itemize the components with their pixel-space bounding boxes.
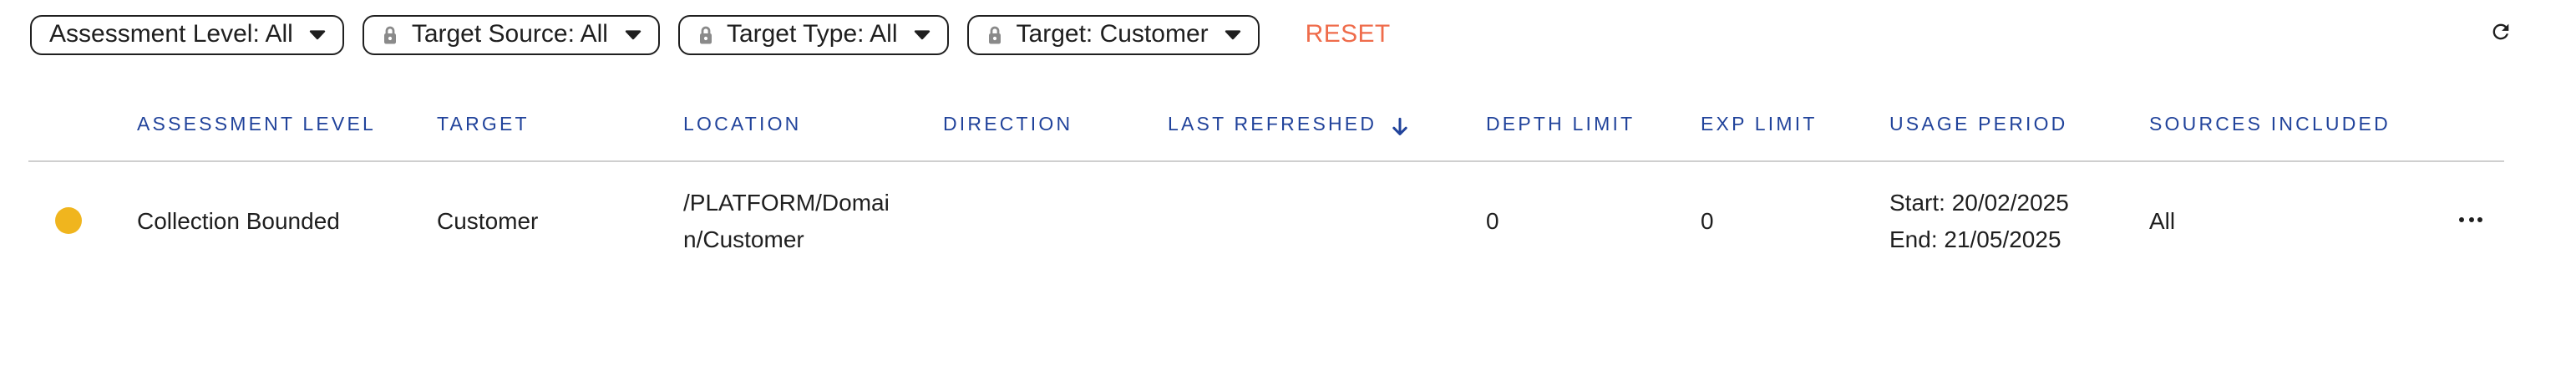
reset-button[interactable]: RESET — [1305, 20, 1391, 48]
depth-limit-cell: 0 — [1486, 206, 1499, 233]
table-header-row: ASSESSMENT LEVEL TARGET LOCATION DIRECTI… — [28, 109, 2504, 142]
chevron-down-icon — [1225, 29, 1241, 39]
sort-desc-icon — [1392, 116, 1407, 135]
row-actions-button[interactable] — [2456, 211, 2486, 229]
usage-period-end: End: 21/05/2025 — [1889, 225, 2061, 251]
location-cell: /PLATFORM/Domain/Customer — [683, 183, 943, 257]
refresh-button[interactable] — [2487, 20, 2514, 47]
filter-target-source[interactable]: Target Source: All — [363, 14, 660, 54]
chevron-down-icon — [310, 29, 327, 39]
column-header-last-refreshed-label: LAST REFRESHED — [1168, 115, 1377, 135]
status-dot — [55, 206, 82, 233]
column-header-assessment-level[interactable]: ASSESSMENT LEVEL — [137, 115, 376, 135]
filter-target-type[interactable]: Target Type: All — [677, 14, 950, 54]
filter-target-type-label: Target Type: All — [726, 20, 898, 48]
lock-icon — [699, 25, 712, 43]
filter-bar: Assessment Level: All Target Source: All… — [29, 14, 1391, 54]
filter-assessment-level[interactable]: Assessment Level: All — [29, 14, 345, 54]
filter-assessment-level-label: Assessment Level: All — [49, 20, 293, 48]
exp-limit-cell: 0 — [1701, 206, 1714, 233]
actions-cell — [2442, 211, 2503, 229]
refresh-icon — [2492, 23, 2509, 40]
lock-icon — [384, 25, 397, 43]
chevron-down-icon — [625, 29, 641, 39]
header-divider — [28, 160, 2504, 162]
column-header-last-refreshed[interactable]: LAST REFRESHED — [1168, 114, 1486, 136]
column-header-sources-included[interactable]: SOURCES INCLUDED — [2149, 115, 2391, 135]
more-actions-icon — [2459, 217, 2464, 222]
column-header-depth-limit[interactable]: DEPTH LIMIT — [1486, 115, 1635, 135]
column-header-direction[interactable]: DIRECTION — [943, 115, 1073, 135]
column-header-location[interactable]: LOCATION — [683, 115, 802, 135]
column-header-exp-limit[interactable]: EXP LIMIT — [1701, 115, 1818, 135]
status-cell — [28, 206, 137, 233]
usage-period-cell: Start: 20/02/2025 End: 21/05/2025 — [1889, 183, 2149, 257]
sources-included-cell: All — [2149, 206, 2176, 233]
column-header-target[interactable]: TARGET — [437, 115, 530, 135]
filter-target-source-label: Target Source: All — [411, 20, 608, 48]
target-cell: Customer — [437, 206, 539, 233]
chevron-down-icon — [915, 29, 931, 39]
location-path: /PLATFORM/Domain/Customer — [683, 188, 890, 251]
assessment-level-cell: Collection Bounded — [137, 206, 340, 233]
filter-target[interactable]: Target: Customer — [967, 14, 1260, 54]
usage-period-start: Start: 20/02/2025 — [1889, 188, 2069, 215]
table-row[interactable]: Collection Bounded Customer /PLATFORM/Do… — [28, 162, 2504, 277]
column-header-usage-period[interactable]: USAGE PERIOD — [1889, 115, 2068, 135]
filter-target-label: Target: Customer — [1016, 20, 1209, 48]
lock-icon — [989, 25, 1001, 43]
